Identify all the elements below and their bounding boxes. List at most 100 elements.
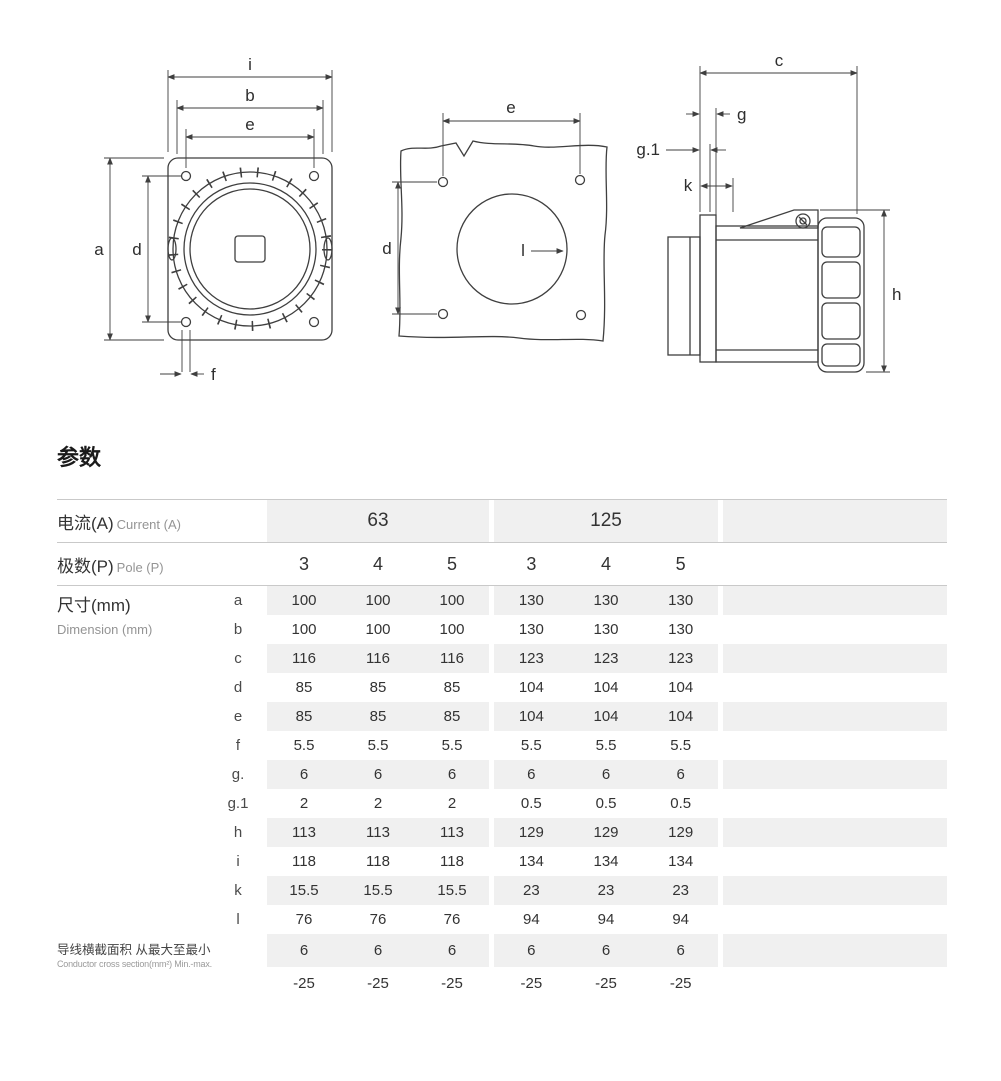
value-cell: 6 [601, 942, 611, 959]
side-view-drawing [667, 209, 865, 373]
dimension-label-en: Dimension (mm) [57, 622, 153, 637]
socket-face [189, 188, 311, 310]
value-cell: 85 [295, 708, 313, 725]
value-cell: 6 [373, 766, 383, 783]
row-filler [723, 543, 947, 585]
value-cell: 100 [291, 592, 317, 609]
value-cell: 104 [593, 708, 619, 725]
value-cell: 94 [597, 911, 615, 928]
value-cell: 6 [447, 942, 457, 959]
pole-group-125: 3 4 5 [494, 543, 718, 585]
end-cap [817, 217, 865, 373]
value-cell: 5.5 [441, 737, 463, 754]
value-cell: 129 [668, 824, 694, 841]
value-cell: 85 [443, 708, 461, 725]
value-cell: 94 [672, 911, 690, 928]
dim-label-a: a [94, 240, 104, 259]
value-cell: 100 [365, 621, 391, 638]
row-filler [723, 615, 947, 644]
side-view-dimensions [666, 66, 890, 373]
mounting-hole [180, 316, 192, 328]
value-cell: 2 [299, 795, 309, 812]
row-filler [723, 702, 947, 731]
value-cell: 5.5 [367, 737, 389, 754]
row-filler [723, 500, 947, 542]
value-cell: 123 [593, 650, 619, 667]
value-cell: 6 [299, 942, 309, 959]
value-cell: 113 [440, 824, 464, 841]
value-cell: 123 [518, 650, 544, 667]
pole-label-en: Pole (P) [116, 559, 164, 575]
dim-label-e: e [245, 115, 254, 134]
value-cell: 104 [518, 708, 544, 725]
pole-row: 极数(P) Pole (P) 3 4 5 3 4 5 [57, 543, 947, 586]
value-cell: 0.5 [595, 795, 617, 812]
cutout-view-drawing [398, 140, 608, 342]
value-cell: 0.5 [520, 795, 542, 812]
param-letter: d [233, 679, 243, 696]
pole-row-label: 极数(P) Pole (P) [57, 552, 267, 577]
current-value: 63 [367, 510, 389, 531]
row-filler [723, 789, 947, 818]
value-cell: 100 [365, 592, 391, 609]
value-cell: 15.5 [289, 882, 319, 899]
param-letter: b [233, 621, 243, 638]
row-filler [723, 760, 947, 789]
dimension-section-label: 尺寸(mm) Dimension (mm) [57, 591, 152, 637]
cutout-hole [456, 193, 568, 305]
value-cell: 134 [668, 853, 694, 870]
value-group-63: -25-25-25 [267, 967, 489, 1000]
cap-rib [821, 226, 861, 258]
value-cell: 130 [668, 592, 694, 609]
parameters-table: 电流(A) Current (A) 63 125 极数(P) Pole (P) … [57, 499, 947, 1000]
value-cell: 15.5 [363, 882, 393, 899]
value-cell: 6 [299, 766, 309, 783]
value-cell: 100 [439, 592, 465, 609]
connector-body [715, 225, 819, 363]
row-filler [723, 934, 947, 967]
value-cell: 130 [593, 621, 619, 638]
value-cell: 76 [443, 911, 461, 928]
center-keyway [234, 235, 266, 263]
row-filler [723, 876, 947, 905]
param-letter: e [233, 708, 243, 725]
value-cell: 5.5 [670, 737, 692, 754]
dim-label-l: l [521, 241, 525, 260]
dim-label-c: c [775, 51, 784, 70]
value-cell: 23 [672, 882, 690, 899]
dim-label-k: k [684, 176, 693, 195]
value-cell: 104 [668, 708, 694, 725]
current-row-label: 电流(A) Current (A) [57, 509, 267, 534]
dim-label-d2: d [382, 239, 391, 258]
value-cell: 5.5 [520, 737, 542, 754]
value-group-125: 104 104 104 [494, 702, 718, 731]
pilot-hole [575, 309, 587, 321]
value-cell: -25 [520, 975, 543, 992]
param-letter: g. [231, 766, 245, 783]
value-cell: 76 [369, 911, 387, 928]
value-cell: 130 [593, 592, 619, 609]
flange-plate [699, 214, 717, 363]
row-filler [723, 731, 947, 760]
pole-label-zh: 极数(P) [57, 556, 114, 576]
value-cell: 118 [440, 853, 464, 870]
mounting-hole [308, 316, 320, 328]
current-label-en: Current (A) [116, 516, 181, 532]
